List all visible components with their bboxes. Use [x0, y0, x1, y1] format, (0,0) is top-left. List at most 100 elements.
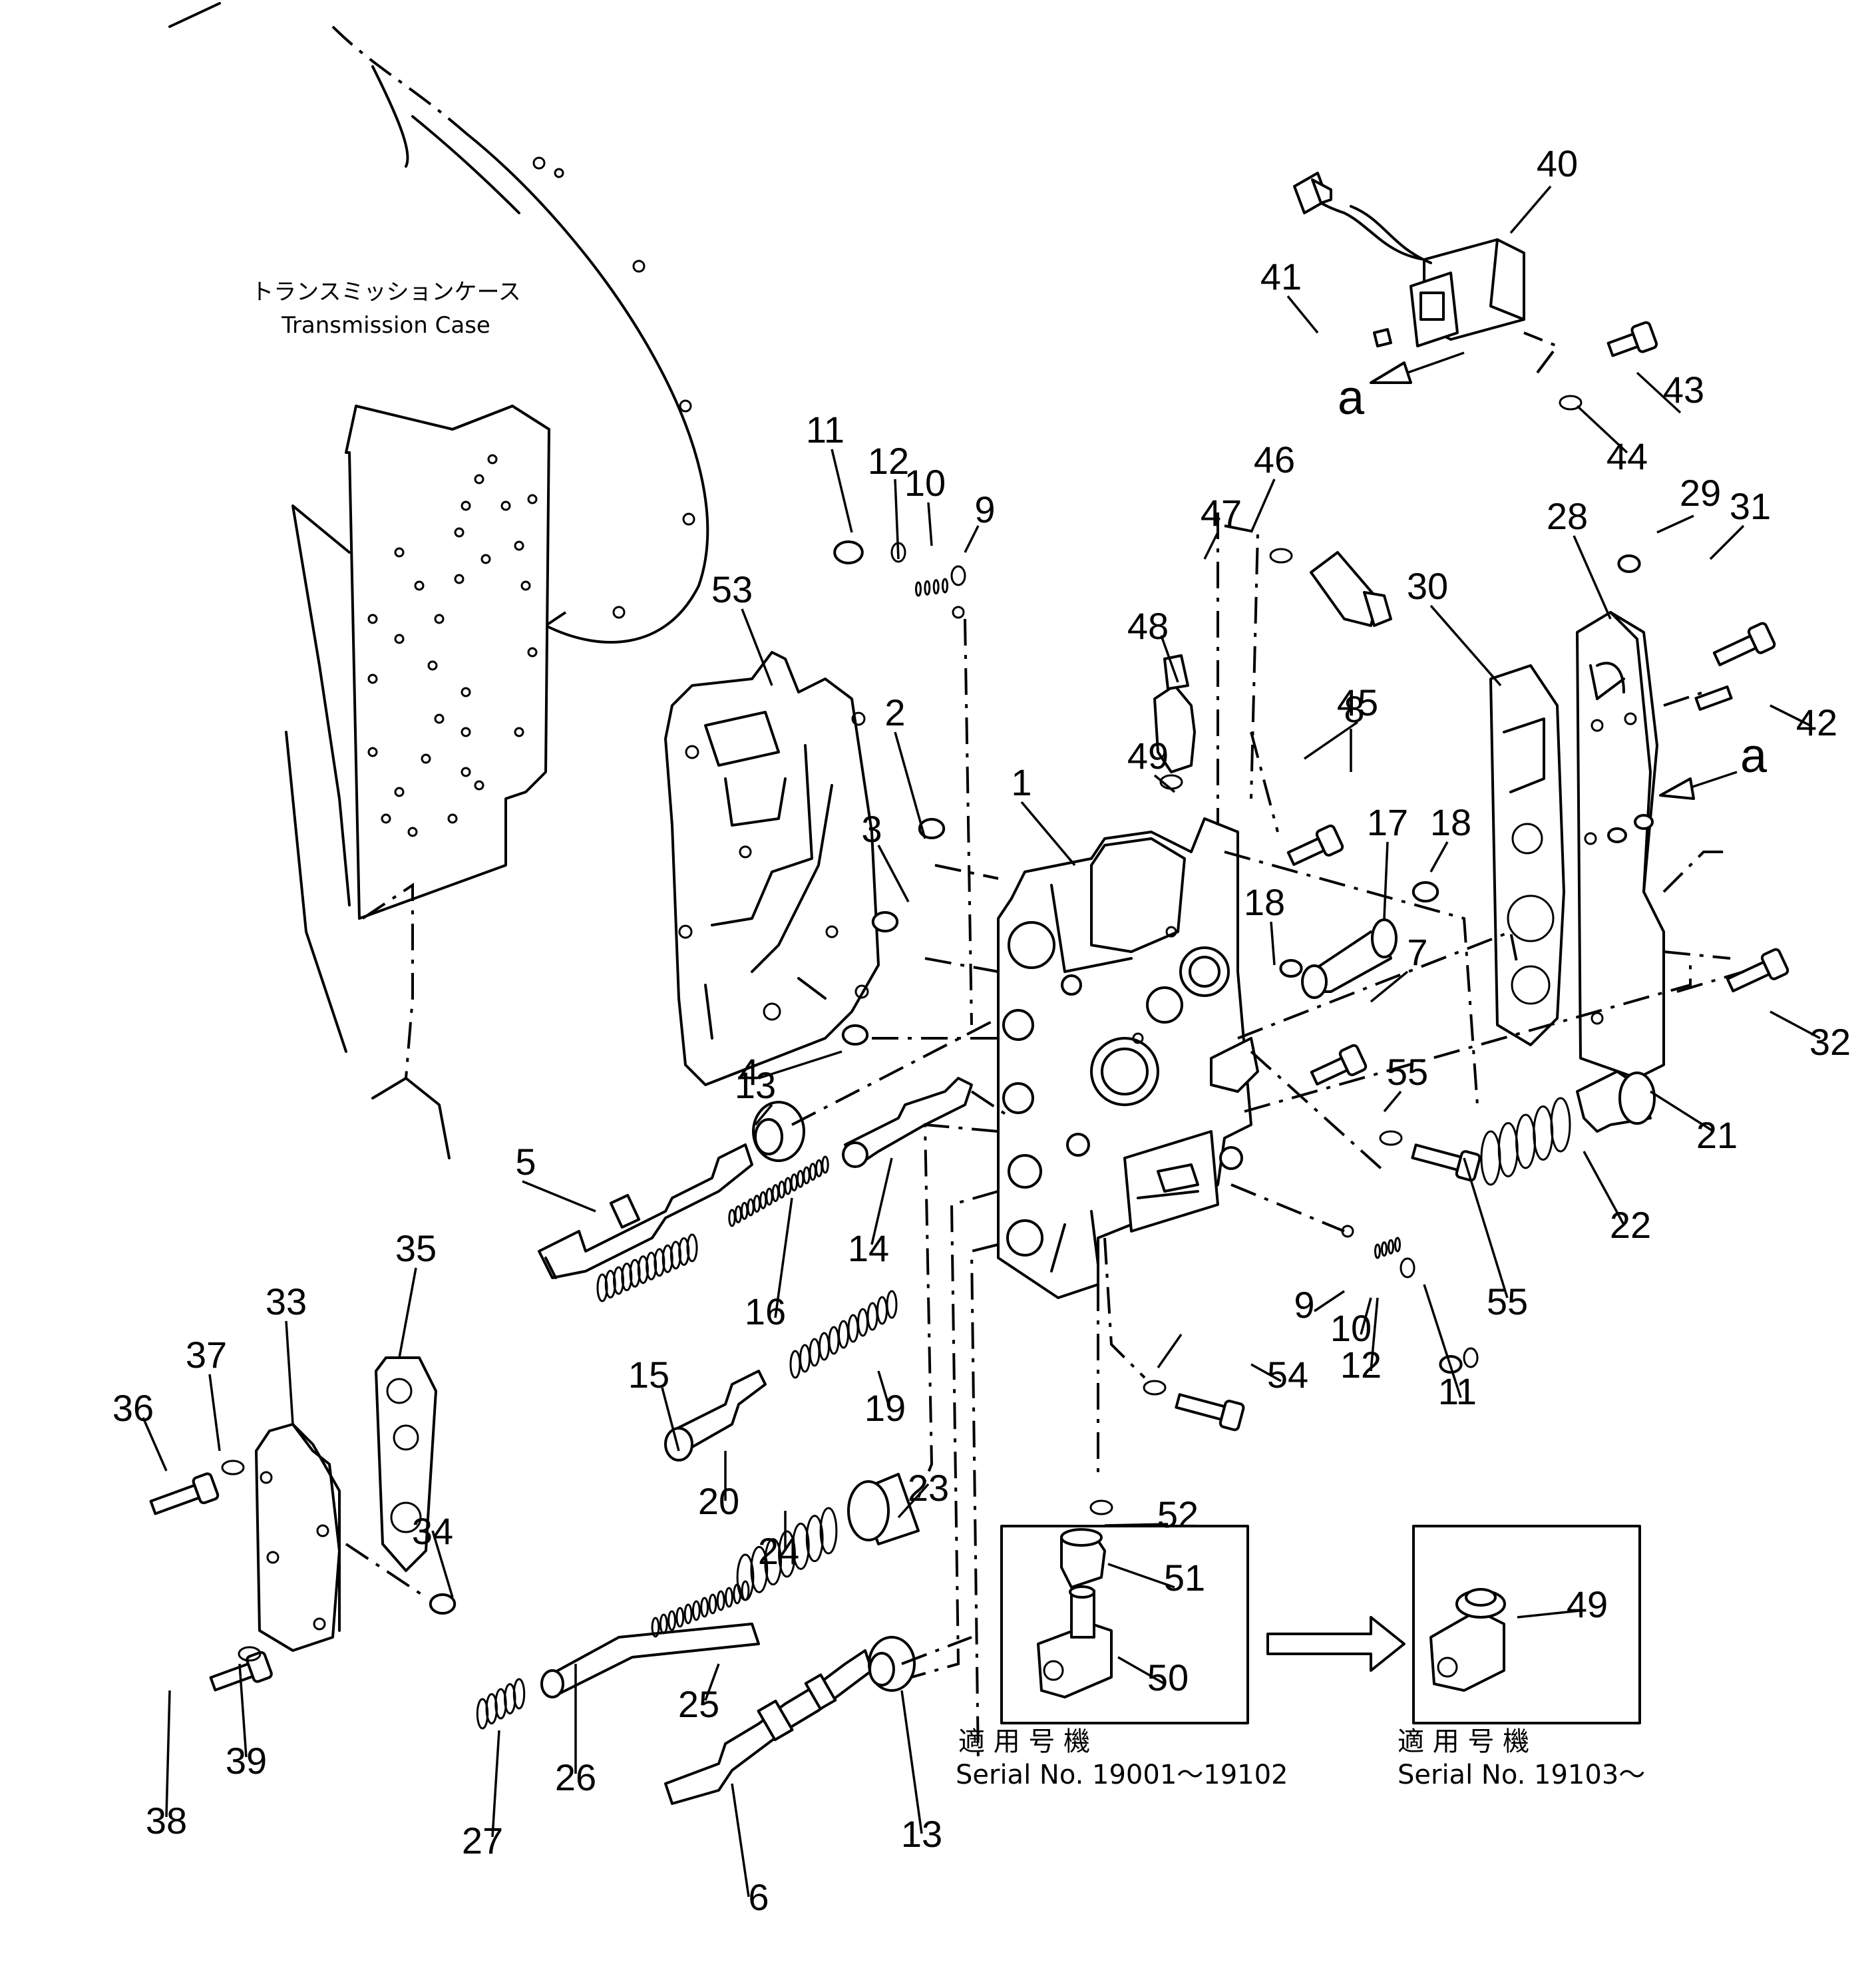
spool-5 — [538, 1143, 753, 1279]
sleeve-23 — [847, 1473, 920, 1545]
view-ref-a-right: a — [1740, 729, 1768, 783]
part-number-5-4: 5 — [515, 1141, 536, 1183]
part-number-11-12: 11 — [806, 409, 844, 451]
part-number-25-30: 25 — [678, 1683, 719, 1725]
part-number-49-55: 49 — [1567, 1583, 1608, 1625]
part-number-47-52: 47 — [1201, 492, 1242, 534]
part-number-2-1: 2 — [884, 691, 905, 733]
part-number-40-45: 40 — [1537, 142, 1578, 184]
rod-26 — [540, 1623, 760, 1698]
arrow-to-later-model — [1266, 1616, 1406, 1672]
part-number-13-17: 13 — [901, 1813, 942, 1855]
case-label-jp: トランスミッションケース — [251, 279, 521, 305]
view-arrow-a-top — [1407, 351, 1465, 374]
view-arrow-head-right — [1659, 777, 1695, 800]
part-number-46-51: 46 — [1254, 439, 1295, 481]
part-number-10-11: 10 — [1330, 1307, 1372, 1349]
valve-17 — [1301, 918, 1398, 999]
part-number-50-56: 50 — [1147, 1657, 1189, 1698]
part-number-14-18: 14 — [848, 1227, 889, 1269]
part-number-6-5: 6 — [748, 1876, 769, 1918]
part-number-53-59: 53 — [711, 568, 753, 610]
part-number-37-42: 37 — [186, 1334, 227, 1376]
part-number-55-61: 55 — [1487, 1280, 1528, 1322]
valve-body-1 — [997, 817, 1259, 1299]
gasket-35 — [375, 1356, 437, 1572]
plug-13-top — [752, 1101, 805, 1162]
variant-box-late — [1412, 1525, 1641, 1724]
part-number-16-20: 16 — [745, 1290, 786, 1332]
part-number-42-47: 42 — [1796, 701, 1837, 743]
part-number-32-37: 32 — [1809, 1021, 1851, 1063]
part-number-11-13: 11 — [1438, 1370, 1477, 1412]
serial-early: Serial No. 19001～19102 — [956, 1760, 1288, 1790]
view-ref-a-top: a — [1338, 371, 1365, 425]
part-number-54-60: 54 — [1267, 1354, 1308, 1396]
part-number-21-26: 21 — [1696, 1114, 1738, 1156]
part-number-12-14: 12 — [868, 440, 909, 482]
part-number-23-28: 23 — [908, 1467, 949, 1509]
part-number-30-35: 30 — [1407, 565, 1448, 607]
valve-21 — [1576, 1070, 1656, 1133]
serial-late: Serial No. 19103～ — [1398, 1760, 1645, 1790]
applicable-label-late: 適 用 号 機 — [1398, 1726, 1529, 1757]
part-number-9-9: 9 — [1294, 1284, 1314, 1326]
part-number-7-6: 7 — [1407, 931, 1427, 973]
part-number-13-16: 13 — [735, 1064, 776, 1106]
springs — [476, 578, 1571, 1730]
case-label-en: Transmission Case — [281, 312, 490, 339]
part-number-48-53: 48 — [1127, 605, 1169, 647]
part-number-35-40: 35 — [395, 1227, 437, 1269]
leader-lines — [142, 185, 1821, 1897]
part-number-45-50: 45 — [1337, 682, 1378, 723]
view-arrow-head-top — [1370, 361, 1412, 384]
part-number-44-49: 44 — [1606, 435, 1648, 477]
part-number-28-33: 28 — [1547, 495, 1588, 537]
part-number-8-7: 8 — [1344, 688, 1364, 730]
part-number-52-58: 52 — [1157, 1493, 1199, 1535]
solenoid-40 — [1293, 172, 1525, 347]
part-number-55-62: 55 — [1387, 1051, 1428, 1093]
part-number-24-29: 24 — [758, 1530, 799, 1572]
part-number-41-46: 41 — [1260, 256, 1302, 297]
cover-28 — [1576, 611, 1665, 1080]
bolts-and-small-parts — [149, 321, 1789, 1692]
variant-box-early — [1000, 1525, 1249, 1724]
applicable-label-early: 適 用 号 機 — [958, 1726, 1090, 1757]
cover-33 — [255, 1423, 341, 1652]
part-number-18-22: 18 — [1430, 801, 1471, 843]
part-number-38-43: 38 — [146, 1800, 187, 1842]
transmission-case: トランスミッションケース Transmission Case — [168, 2, 709, 1159]
part-number-19-24: 19 — [864, 1387, 906, 1429]
part-number-31-36: 31 — [1730, 485, 1771, 527]
gasket-52 — [664, 651, 880, 1086]
piston-14 — [842, 1077, 973, 1168]
part-number-1-0: 1 — [1011, 761, 1032, 803]
part-number-26-31: 26 — [555, 1756, 596, 1798]
part-number-17-21: 17 — [1367, 801, 1408, 843]
part-number-33-38: 33 — [266, 1280, 307, 1322]
spool-6 — [664, 1649, 873, 1805]
part-number-36-41: 36 — [112, 1387, 154, 1429]
part-number-43-48: 43 — [1663, 369, 1704, 411]
part-number-18-23: 18 — [1244, 881, 1285, 923]
part-number-12-15: 12 — [1340, 1344, 1382, 1386]
part-number-29-34: 29 — [1680, 472, 1721, 514]
switch-45 — [1310, 551, 1392, 627]
plug-13-bottom — [868, 1636, 916, 1692]
piston-20 — [664, 1370, 767, 1462]
part-number-10-10: 10 — [904, 462, 946, 504]
part-number-15-19: 15 — [628, 1354, 669, 1396]
gasket-30 — [1489, 664, 1565, 1046]
part-number-22-27: 22 — [1610, 1204, 1651, 1246]
part-number-51-57: 51 — [1164, 1557, 1205, 1599]
part-number-9-8: 9 — [974, 489, 995, 530]
part-number-20-25: 20 — [698, 1480, 739, 1522]
part-number-3-2: 3 — [861, 808, 882, 850]
part-number-27-32: 27 — [462, 1820, 503, 1862]
part-number-34-39: 34 — [412, 1510, 453, 1552]
part-number-49-54: 49 — [1127, 735, 1169, 777]
